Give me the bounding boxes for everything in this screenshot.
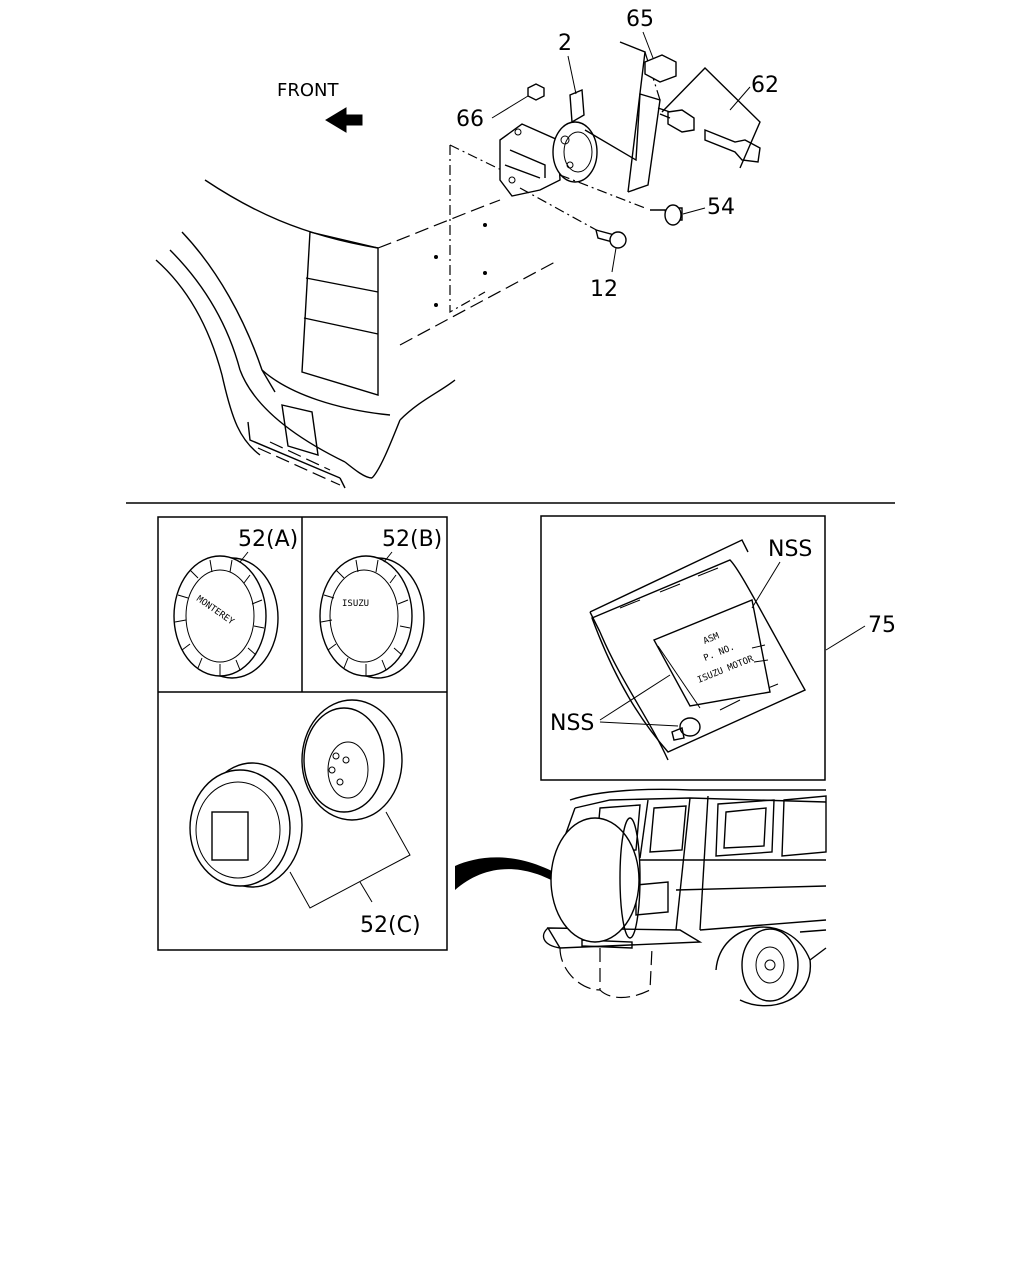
cover-52a: MONTEREY 52(A) bbox=[173, 527, 298, 679]
cover-52b: ISUZU 52(B) bbox=[319, 527, 442, 679]
hinge-bracket bbox=[499, 88, 646, 233]
tire-cover-panel: MONTEREY 52(A) ISUZU 52(B) bbox=[157, 516, 448, 951]
callout-52a: 52(A) bbox=[238, 527, 298, 552]
top-assembly: FRONT bbox=[155, 7, 779, 489]
callout-75: 75 bbox=[868, 613, 896, 638]
fasteners bbox=[527, 83, 683, 249]
front-arrow-icon bbox=[325, 107, 363, 133]
cover-52c: 52(C) bbox=[189, 699, 421, 938]
lock-cylinder bbox=[584, 41, 761, 193]
emblem-text-b: ISUZU bbox=[342, 599, 369, 609]
callout-nss-bottom: NSS bbox=[550, 711, 594, 736]
callout-52c: 52(C) bbox=[360, 913, 421, 938]
callout-66: 66 bbox=[456, 107, 484, 132]
callout-65: 65 bbox=[626, 7, 654, 32]
label-panel: ASM P. NO. ISUZU MOTOR NSS NSS 75 bbox=[540, 515, 896, 781]
callout-54: 54 bbox=[707, 195, 735, 220]
pointer-arrow-icon bbox=[455, 857, 568, 890]
callout-nss-top: NSS bbox=[768, 537, 812, 562]
front-label: FRONT bbox=[277, 80, 339, 101]
callout-62: 62 bbox=[751, 73, 779, 98]
vehicle-rear-view bbox=[455, 788, 827, 1007]
top-callouts: 65 2 62 66 54 12 bbox=[456, 7, 779, 302]
callout-12: 12 bbox=[590, 277, 618, 302]
callout-2: 2 bbox=[558, 31, 572, 56]
callout-52b: 52(B) bbox=[382, 527, 442, 552]
vehicle-rear-body bbox=[155, 179, 556, 489]
